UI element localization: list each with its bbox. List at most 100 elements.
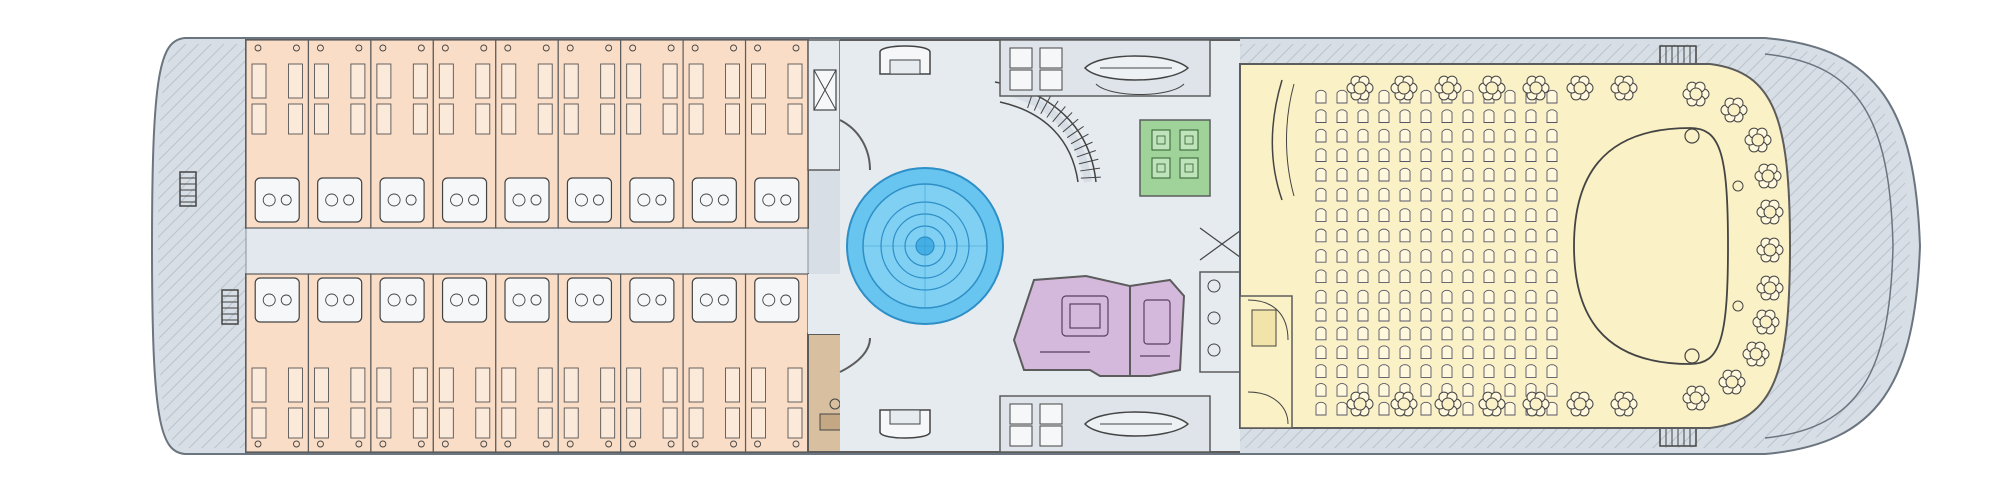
theater-seat-icon — [1525, 289, 1537, 304]
pool-icon — [846, 167, 1004, 325]
stair-tread — [1066, 125, 1084, 139]
bed-icon — [251, 367, 267, 403]
porthole-icon — [292, 440, 300, 448]
theater-door-icon — [1247, 299, 1289, 425]
theater-seat-icon — [1336, 307, 1348, 322]
round-table-icon — [1346, 75, 1374, 101]
sink-icon — [592, 194, 604, 206]
sink-icon — [780, 194, 792, 206]
porthole-icon — [441, 44, 449, 52]
table-icon — [1179, 157, 1199, 179]
sink-icon — [280, 294, 292, 306]
sink-icon — [655, 194, 667, 206]
round-table-icon — [1610, 75, 1638, 101]
bed-icon — [787, 103, 803, 135]
table-icon — [1617, 397, 1631, 411]
theater-seat-icon — [1546, 364, 1558, 378]
theater-seat-icon — [1399, 109, 1411, 123]
theater-seat-icon — [1462, 109, 1474, 123]
porthole-icon — [754, 440, 762, 448]
stair-tread — [1070, 133, 1089, 145]
bed-icon — [251, 63, 267, 99]
bathroom-icon — [629, 177, 675, 223]
bed-icon — [787, 63, 803, 99]
theater-seat-icon — [1462, 401, 1474, 416]
theater-seat-icon — [1441, 167, 1453, 182]
theater-seat-icon — [1336, 249, 1348, 263]
stair-tread — [1080, 167, 1101, 172]
theater-seat-icon — [1399, 167, 1411, 182]
sink-icon — [530, 294, 542, 306]
table-icon — [1529, 81, 1543, 95]
theater-seat-icon — [1420, 307, 1432, 322]
bed-icon — [725, 407, 741, 439]
theater-seat-icon — [1504, 89, 1516, 104]
toilet-icon — [762, 193, 776, 207]
bathroom-icon — [254, 177, 300, 223]
theater-seat-icon — [1378, 307, 1390, 322]
bed-icon — [600, 407, 616, 439]
bed-icon — [501, 407, 517, 439]
theater-seat-icon — [1462, 89, 1474, 104]
table-icon — [1751, 133, 1765, 147]
theater-seat-icon — [1336, 89, 1348, 104]
theater-seat-icon — [1357, 326, 1369, 341]
bed-icon — [251, 407, 267, 439]
theater-seat-icon — [1441, 307, 1453, 322]
lifeboat-bay-bottom — [999, 395, 1211, 453]
theater-seat-icon — [1441, 269, 1453, 284]
theater-seat-icon — [1483, 345, 1495, 360]
bed-icon — [751, 407, 767, 439]
card-tables — [1151, 129, 1199, 179]
table-icon — [1689, 87, 1703, 101]
sink-icon — [530, 194, 542, 206]
card-room — [1139, 119, 1211, 197]
sink-icon — [780, 294, 792, 306]
theater-seat-icon — [1483, 249, 1495, 263]
theater-seat-icon — [1525, 228, 1537, 243]
theater-seat-icon — [1483, 228, 1495, 243]
theater-seat-icon — [1315, 345, 1327, 360]
toilet-icon — [699, 293, 713, 307]
round-tables — [1346, 75, 1784, 417]
theater-seat-icon — [1483, 128, 1495, 143]
table-icon — [1759, 315, 1773, 329]
bed-icon — [313, 103, 329, 135]
porthole-icon — [566, 44, 574, 52]
cabins-top — [245, 39, 809, 229]
theater-seat-icon — [1315, 249, 1327, 263]
bed-icon — [475, 103, 491, 135]
theater-seat-icon — [1462, 383, 1474, 397]
porthole-icon — [566, 440, 574, 448]
table-icon — [1179, 129, 1199, 151]
bed-icon — [501, 63, 517, 99]
theater-seat-icon — [1399, 208, 1411, 222]
table-icon — [1573, 397, 1587, 411]
bed-icon — [787, 407, 803, 439]
theater-seat-icon — [1378, 269, 1390, 284]
theater-seat-icon — [1399, 326, 1411, 341]
bathroom-icon — [754, 277, 800, 323]
elevator-bottom-icon — [879, 409, 931, 439]
theater-seat-icon — [1315, 364, 1327, 378]
bed-icon — [350, 407, 366, 439]
porthole-icon — [605, 440, 613, 448]
theater-seat-icon — [1420, 401, 1432, 416]
theater-seat-icon — [1462, 148, 1474, 162]
lifeboat-icon — [1083, 411, 1190, 437]
bed-icon — [725, 367, 741, 403]
theater-seat-icon — [1399, 128, 1411, 143]
theater-seat-icon — [1399, 307, 1411, 322]
theater-seat-icon — [1336, 208, 1348, 222]
bed-icon — [438, 367, 454, 403]
theater-seat-icon — [1504, 148, 1516, 162]
theater-seat-icon — [1357, 187, 1369, 202]
cabin — [245, 39, 310, 229]
lounge — [1012, 274, 1186, 377]
table-icon — [1763, 205, 1777, 219]
theater-seat-icon — [1483, 148, 1495, 162]
bed-icon — [688, 407, 704, 439]
theater-seat-icon — [1441, 208, 1453, 222]
round-table-icon — [1756, 237, 1784, 263]
theater-seat-icon — [1399, 364, 1411, 378]
